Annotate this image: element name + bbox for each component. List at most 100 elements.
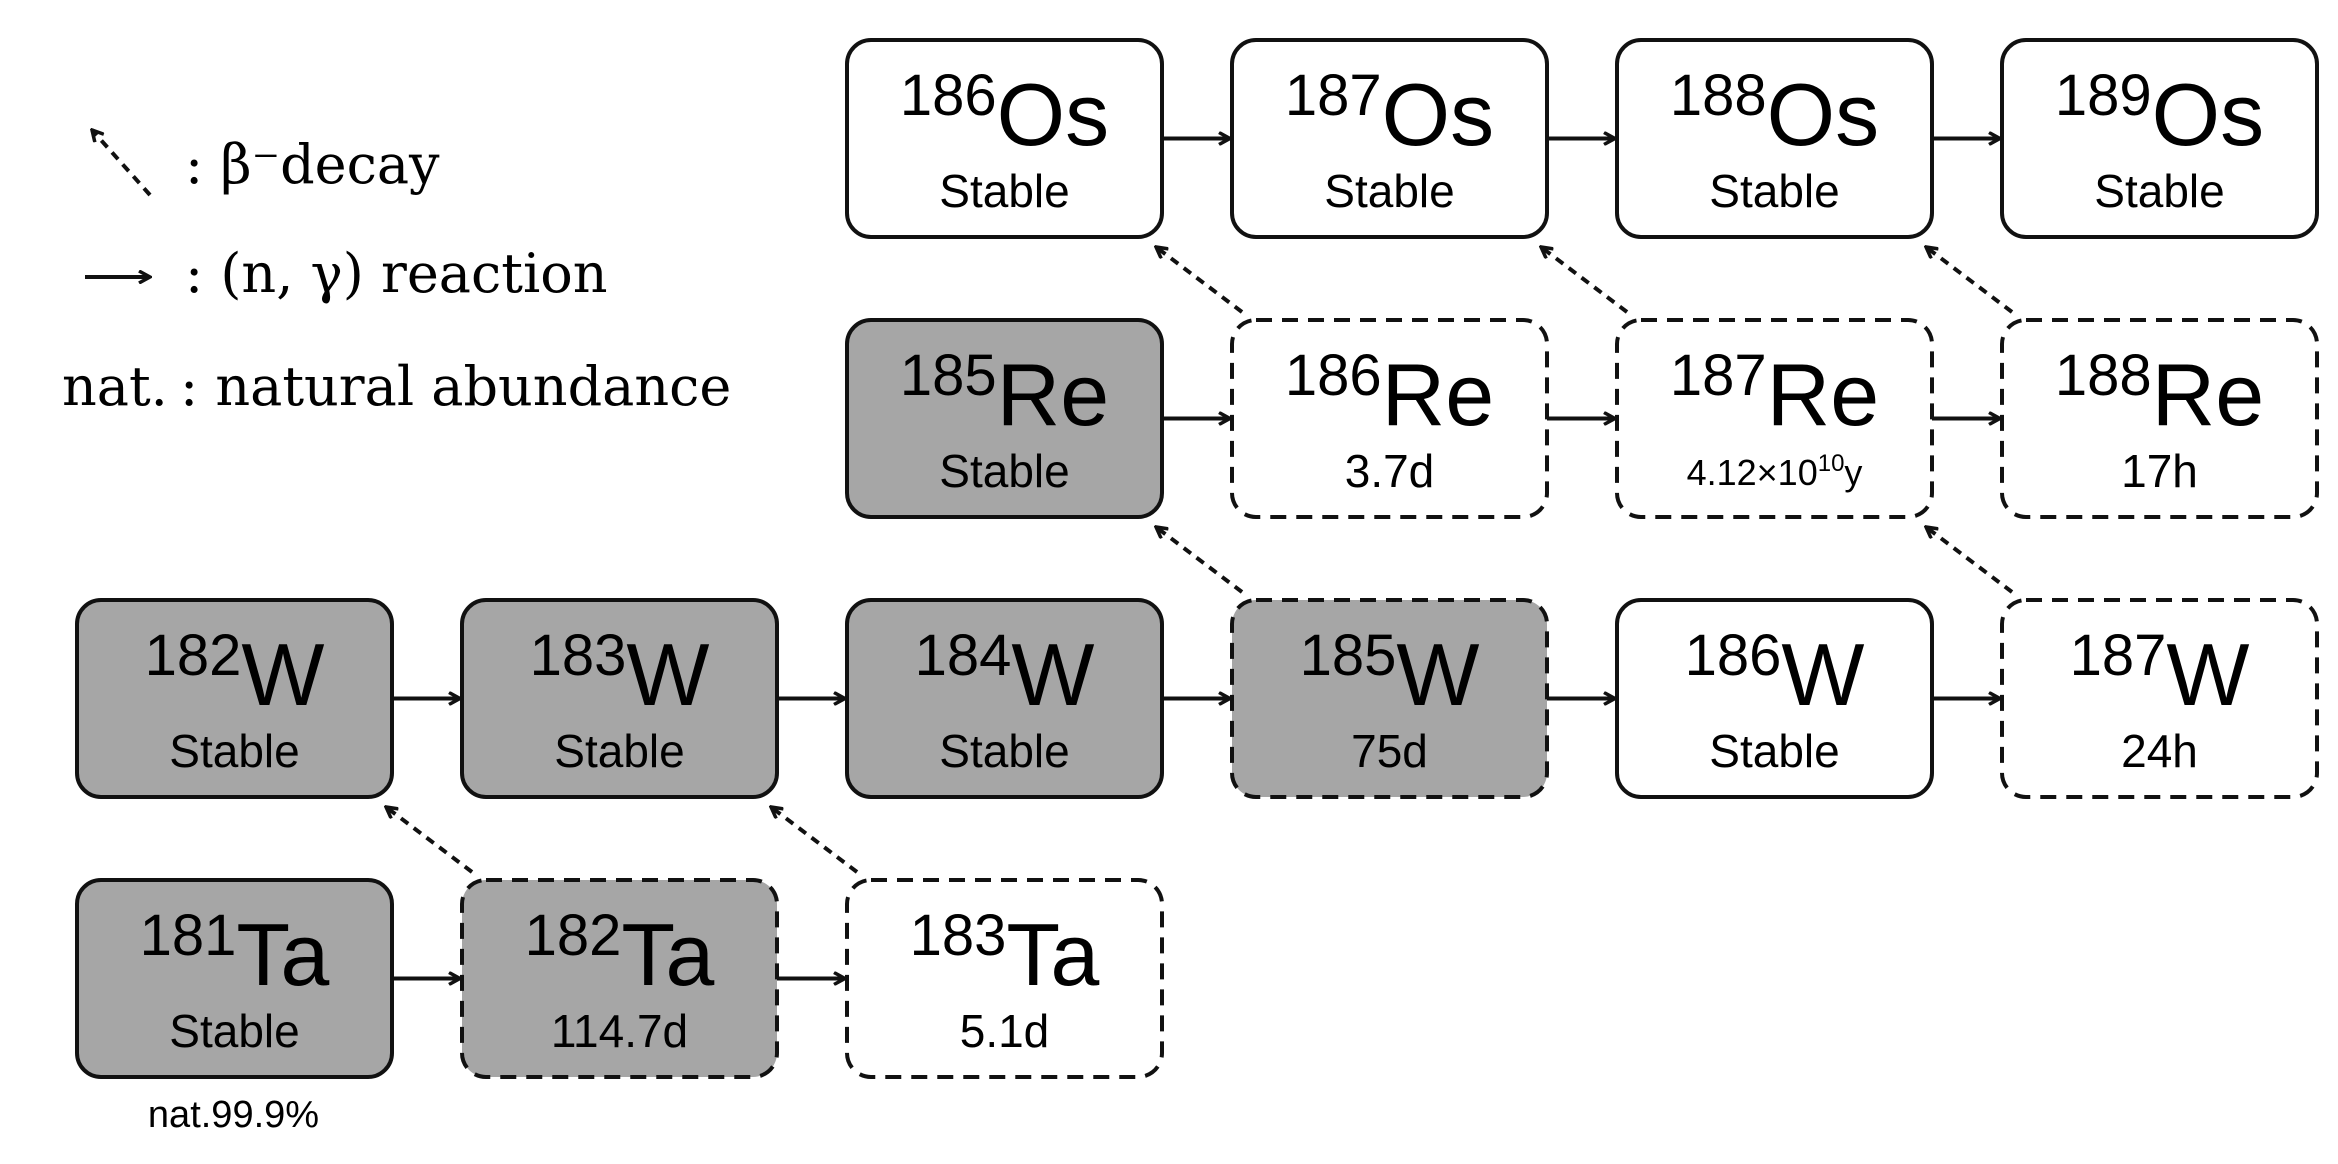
element-symbol: Os: [1382, 65, 1494, 164]
nuclide-label: 183Ta: [910, 903, 1100, 1004]
mass-number: 183: [910, 903, 1007, 968]
nuclide-box-frame: [460, 598, 779, 799]
nuclide-label: 186W: [1685, 623, 1865, 724]
mass-number: 185: [900, 343, 997, 408]
legend-beta-label: : β⁻decay: [185, 133, 440, 196]
element-symbol: Os: [2152, 65, 2264, 164]
beta-decay-arrow: [771, 807, 859, 874]
mass-number: 187: [1670, 343, 1767, 408]
mass-number: 186: [1285, 343, 1382, 408]
nuclide-box-frame: [1230, 38, 1549, 239]
element-symbol: Re: [1767, 345, 1880, 444]
half-life-value: 4.12×10: [1687, 452, 1818, 493]
half-life: Stable: [169, 725, 299, 777]
element-symbol: W: [1396, 625, 1479, 724]
element-symbol: Ta: [1006, 905, 1099, 1004]
legend-ng-label: : (n, γ) reaction: [185, 242, 608, 305]
arrows-layer: [386, 139, 2014, 979]
nuclide-box-frame: [75, 878, 394, 1079]
nuclide-box-frame: [1615, 38, 1934, 239]
nuclide-label: 181Ta: [140, 903, 330, 1004]
half-life-exponent: 10: [1818, 450, 1845, 477]
mass-number: 188: [2055, 343, 2152, 408]
half-life: 4.12×1010y: [1687, 450, 1863, 493]
nuclide-label: 188Re: [2055, 343, 2264, 444]
half-life-unit: y: [1844, 452, 1862, 493]
nuclide-label: 186Os: [900, 63, 1109, 164]
nuclide-box-frame: [2000, 598, 2319, 799]
nuclide-label: 183W: [530, 623, 710, 724]
nuclide-box-frame: [75, 598, 394, 799]
half-life: Stable: [939, 445, 1069, 497]
half-life: 17h: [2121, 445, 2198, 497]
nuclide-box-frame: [845, 318, 1164, 519]
element-symbol: Os: [1767, 65, 1879, 164]
nuclide-box-frame: [1230, 598, 1549, 799]
nuclide-box-frame: [1615, 318, 1934, 519]
nuclide-box-re187: 187Re 4.12×1010y: [1615, 318, 1934, 519]
nuclide-box-frame: [1230, 318, 1549, 519]
mass-number: 182: [525, 903, 622, 968]
nuclide-label: 184W: [915, 623, 1095, 724]
mass-number: 186: [900, 63, 997, 128]
half-life: 5.1d: [960, 1005, 1050, 1057]
half-life: Stable: [939, 725, 1069, 777]
element-symbol: Os: [997, 65, 1109, 164]
nuclide-label: 187Re: [1670, 343, 1879, 444]
half-life: Stable: [1324, 165, 1454, 217]
mass-number: 182: [145, 623, 242, 688]
half-life: Stable: [2094, 165, 2224, 217]
element-symbol: W: [2166, 625, 2249, 724]
nuclide-boxes: 186OsStable187OsStable188OsStable189OsSt…: [75, 38, 2319, 1136]
nuclide-label: 185W: [1300, 623, 1480, 724]
mass-number: 187: [1285, 63, 1382, 128]
nuclide-box-frame: [845, 38, 1164, 239]
nuclide-box-frame: [460, 878, 779, 1079]
half-life: Stable: [1709, 165, 1839, 217]
nuclide-label: 186Re: [1285, 343, 1494, 444]
nuclide-box-frame: [845, 878, 1164, 1079]
nuclide-label: 187Os: [1285, 63, 1494, 164]
beta-decay-arrow: [1541, 247, 1629, 314]
half-life: 24h: [2121, 725, 2198, 777]
abundance-note: nat.99.9%: [148, 1094, 319, 1136]
legend: : β⁻decay : (n, γ) reaction nat. : natur…: [62, 130, 731, 418]
half-life: 75d: [1351, 725, 1428, 777]
legend-nat-key: nat.: [62, 355, 168, 418]
element-symbol: W: [241, 625, 324, 724]
mass-number: 187: [2070, 623, 2167, 688]
legend-beta-arrow: [92, 130, 152, 197]
mass-number: 189: [2055, 63, 2152, 128]
mass-number: 183: [530, 623, 627, 688]
half-life: Stable: [169, 1005, 299, 1057]
mass-number: 185: [1300, 623, 1397, 688]
legend-nat-desc: : natural abundance: [180, 355, 731, 418]
nuclide-label: 182W: [145, 623, 325, 724]
element-symbol: W: [1011, 625, 1094, 724]
mass-number: 188: [1670, 63, 1767, 128]
beta-decay-arrow: [386, 807, 474, 874]
nuclide-label: 185Re: [900, 343, 1109, 444]
beta-decay-arrow: [1926, 247, 2014, 314]
nuclide-label: 188Os: [1670, 63, 1879, 164]
element-symbol: Ta: [236, 905, 329, 1004]
element-symbol: W: [626, 625, 709, 724]
mass-number: 181: [140, 903, 237, 968]
beta-decay-arrow: [1156, 527, 1244, 594]
nuclide-box-frame: [2000, 38, 2319, 239]
element-symbol: Re: [2152, 345, 2265, 444]
nuclide-box-frame: [1615, 598, 1934, 799]
nuclide-label: 182Ta: [525, 903, 715, 1004]
half-life: Stable: [554, 725, 684, 777]
beta-decay-arrow: [1926, 527, 2014, 594]
